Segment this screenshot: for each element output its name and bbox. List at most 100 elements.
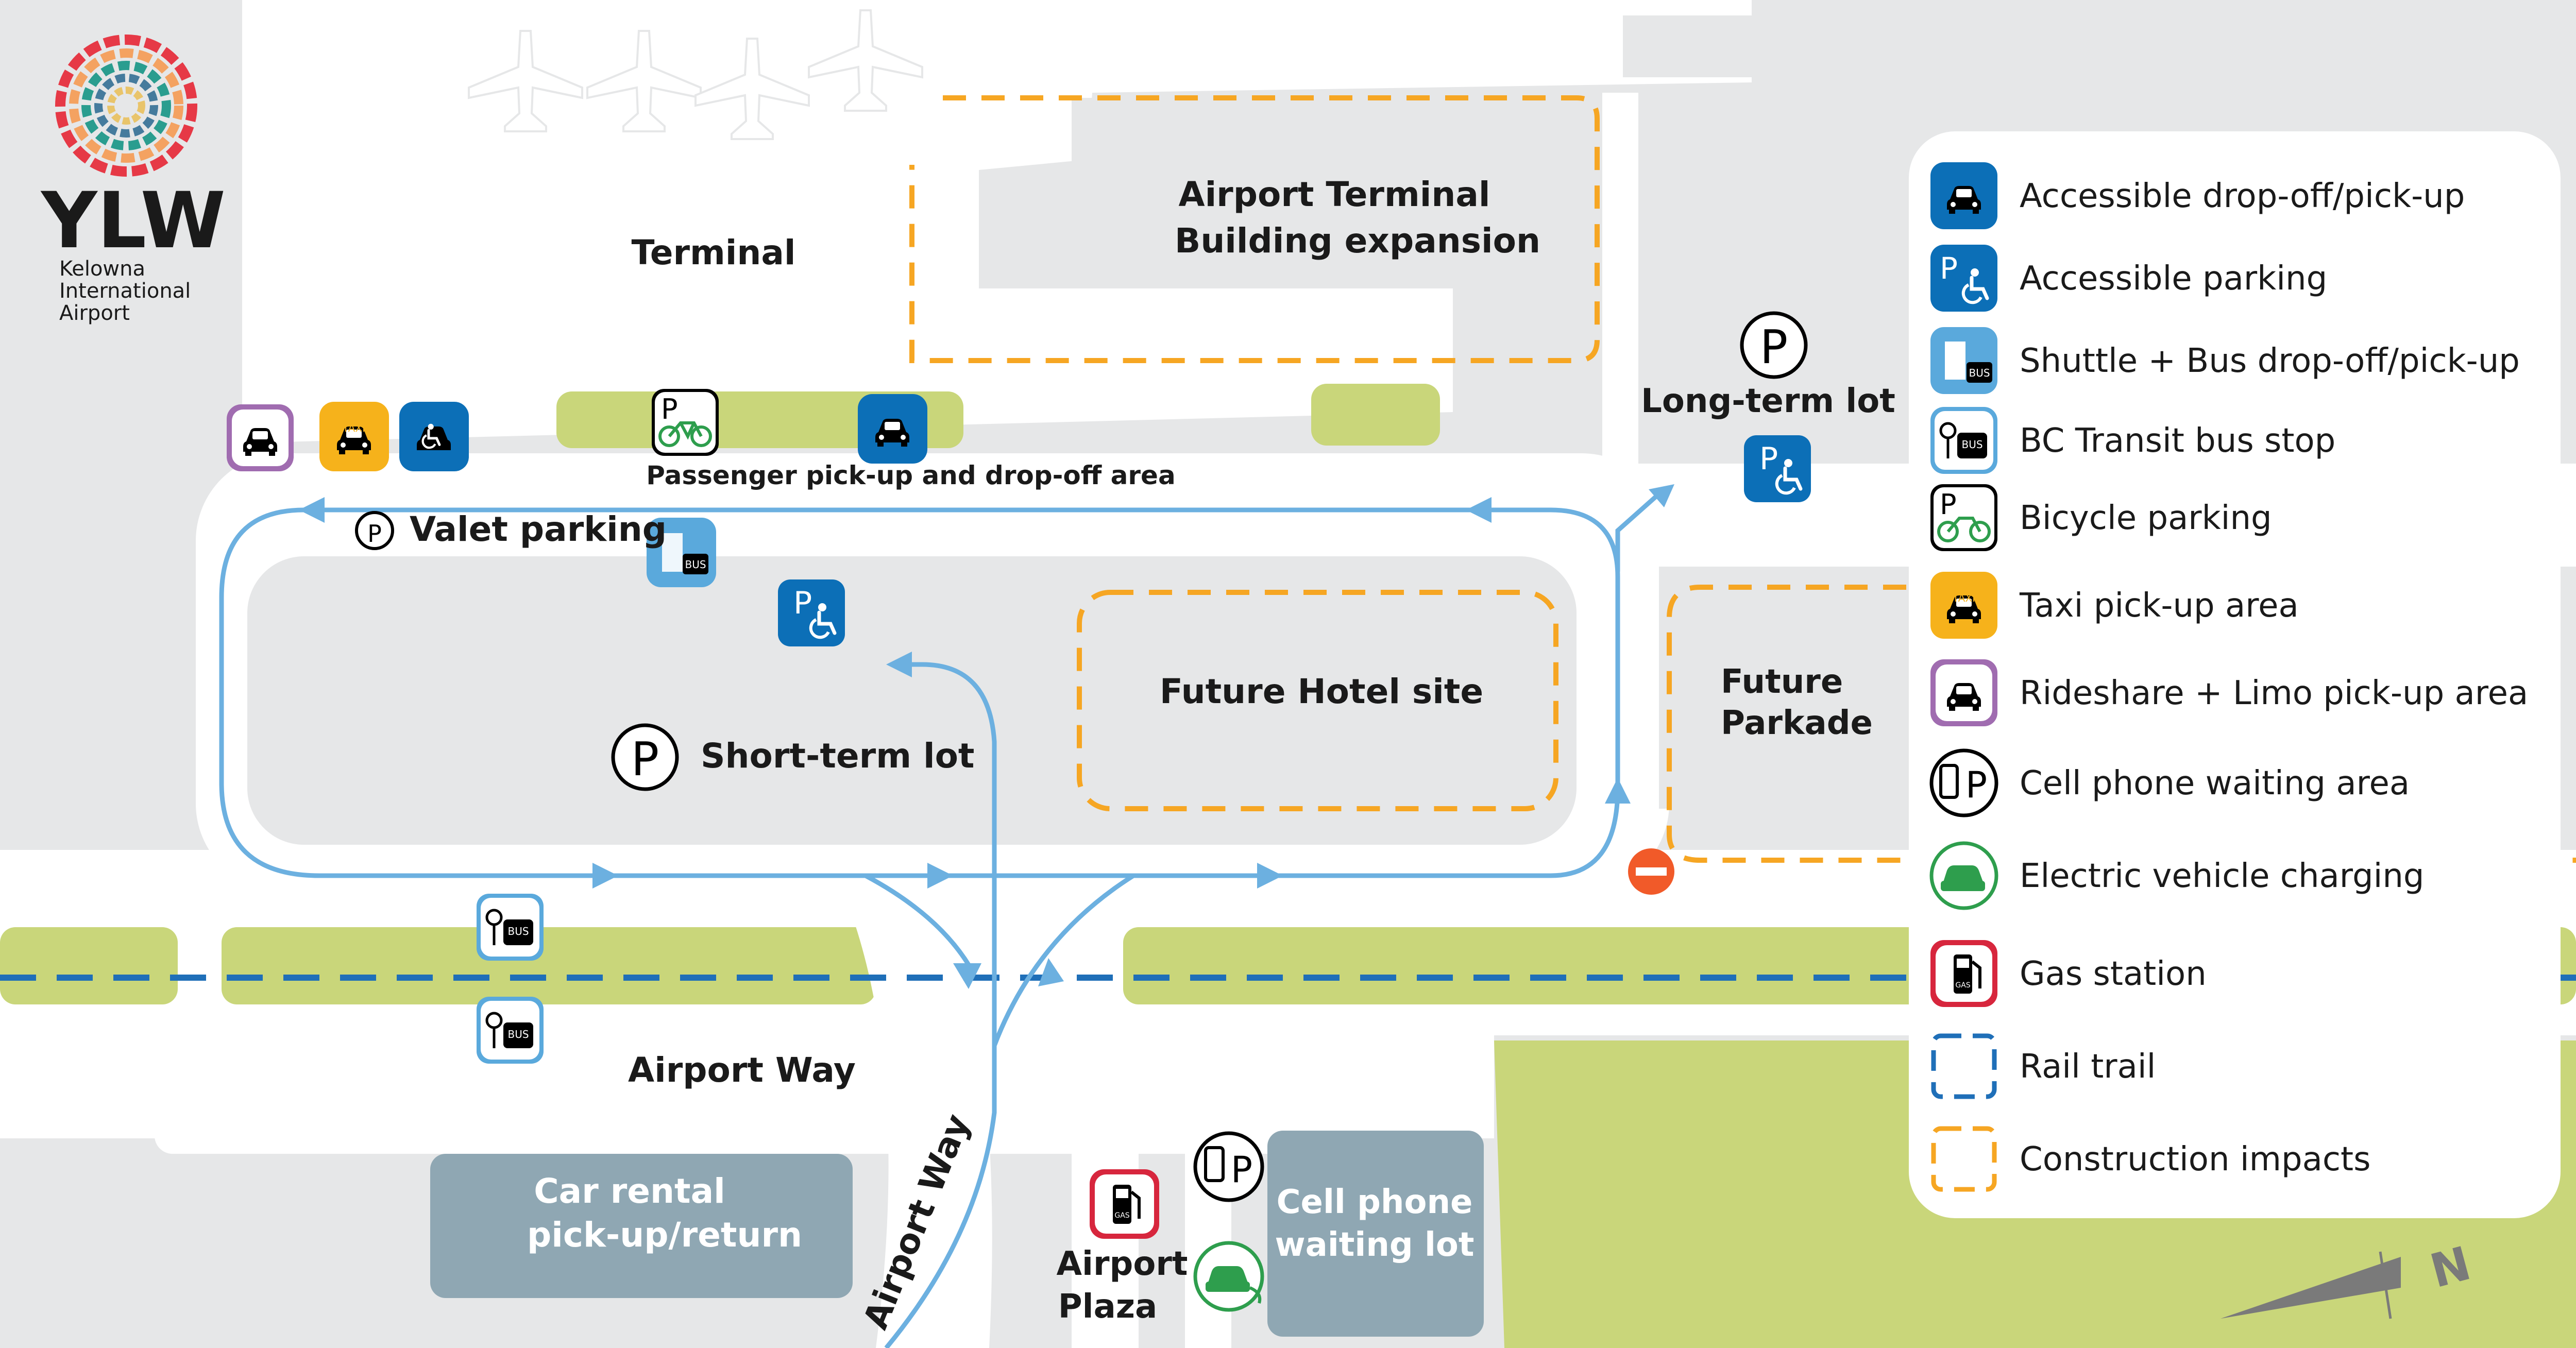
- traffic-routes: [219, 487, 1666, 1348]
- south-route: [884, 1046, 997, 1348]
- legend-item-bc-transit: BUS BC Transit bus stop: [1930, 407, 2335, 474]
- long-term-accessible-icon: P: [1744, 435, 1811, 502]
- svg-text:BUS: BUS: [1969, 367, 1990, 379]
- plaza-label-1: Airport: [1057, 1245, 1188, 1283]
- legend-item-taxi: TAXI Taxi pick-up area: [1930, 572, 2299, 639]
- valet-parking-icon: P: [355, 511, 394, 550]
- legend-label-construction: Construction impacts: [2020, 1140, 2370, 1179]
- legend-label-cell-phone: Cell phone waiting area: [2020, 764, 2410, 803]
- apron-block: [1623, 15, 1752, 77]
- long-term-p-letter: P: [1760, 320, 1788, 374]
- long-term-label: Long-term lot: [1641, 382, 1895, 420]
- gas-station-icon: GAS: [1090, 1169, 1159, 1239]
- south-frontage-road: [155, 1118, 1468, 1154]
- construction-hotel: [1077, 590, 1558, 811]
- logo-name-3: Airport: [59, 301, 130, 325]
- expansion-footprint: [1072, 98, 1489, 258]
- logo-name-2: International: [59, 279, 191, 303]
- expansion-label-2: Building expansion: [1175, 221, 1540, 261]
- ev-charging-icon: [1193, 1241, 1264, 1312]
- construction-parkade: [1667, 585, 2576, 863]
- legend-label-rideshare: Rideshare + Limo pick-up area: [2020, 674, 2528, 712]
- bicycle-parking-icon: P: [652, 389, 719, 456]
- svg-text:P: P: [1940, 251, 1958, 286]
- legend-label-ev-charging: Electric vehicle charging: [2020, 857, 2425, 895]
- plaza-label-2: Plaza: [1058, 1288, 1157, 1326]
- expansion-label-1: Airport Terminal: [1178, 175, 1490, 214]
- legend-panel: [1909, 131, 2561, 1218]
- rideshare-icon: [227, 404, 294, 471]
- long-term-route: [1615, 487, 1666, 572]
- pickup-area-label: Passenger pick-up and drop-off area: [646, 460, 1175, 490]
- accessible-p-letter: P: [793, 585, 812, 621]
- legend-item-rail-trail: Rail trail: [1931, 1033, 2156, 1099]
- taxi-text: TAXI: [342, 422, 365, 434]
- legend-item-ev-charging: Electric vehicle charging: [1929, 841, 2425, 910]
- route-arrowheads: [299, 484, 1674, 989]
- legend-item-construction: Construction impacts: [1931, 1126, 2370, 1192]
- rideshare-icon: [1930, 659, 1997, 726]
- gas-text: GAS: [1114, 1212, 1129, 1220]
- legend: Accessible drop-off/pick-upP Accessible p…: [1909, 131, 2561, 1218]
- cell-phone-lot: [1267, 1131, 1484, 1337]
- cell-phone-icon: P: [1929, 748, 1998, 817]
- cell-phone-p-letter: P: [1231, 1149, 1252, 1191]
- construction-outlines: [909, 95, 2576, 863]
- cell-lot-label-2: waiting lot: [1275, 1226, 1475, 1264]
- short-term-label: Short-term lot: [701, 736, 974, 776]
- loop-route: [219, 507, 1620, 878]
- legend-label-accessible-parking: Accessible parking: [2020, 260, 2327, 298]
- bike-p-letter: P: [661, 393, 678, 425]
- car-rental-lot: [430, 1154, 853, 1298]
- svg-text:P: P: [1965, 764, 1987, 806]
- loop-interior: [247, 556, 1577, 845]
- legend-label-shuttle-bus: Shuttle + Bus drop-off/pick-up: [2020, 342, 2520, 380]
- accessible-dropoff-icon-2: [858, 394, 927, 464]
- airplane-icons: [468, 9, 923, 140]
- taxi-icon: TAXI: [1930, 572, 1997, 639]
- svg-text:P: P: [1940, 488, 1957, 521]
- gas-station-icon: GAS: [1930, 940, 1997, 1007]
- logo-code: YLW: [40, 176, 226, 266]
- bc-transit-icon-north: BUS: [477, 894, 544, 961]
- valet-label: Valet parking: [410, 509, 667, 549]
- logo-name-1: Kelowna: [59, 257, 145, 281]
- svg-text:TAXI: TAXI: [1952, 592, 1975, 604]
- shuttle-bus-text: BUS: [685, 558, 706, 571]
- north-arrow-icon: [2221, 1251, 2401, 1319]
- accessible-parking-icon: P: [778, 579, 845, 646]
- legend-label-taxi: Taxi pick-up area: [2019, 587, 2299, 625]
- bc-transit-icon-south: BUS: [477, 997, 544, 1064]
- cell-phone-icon: P: [1193, 1131, 1264, 1202]
- median-centre: [222, 927, 876, 1004]
- long-term-parking-icon: P: [1740, 311, 1808, 379]
- legend-label-bicycle-parking: Bicycle parking: [2020, 499, 2272, 537]
- bc-transit-icon: BUS: [1930, 407, 1997, 474]
- car-rental-label-2: pick-up/return: [527, 1215, 802, 1255]
- east-median: [1311, 384, 1440, 446]
- future-parkade-label-2: Parkade: [1721, 704, 1873, 742]
- cell-lot-label-1: Cell phone: [1277, 1183, 1473, 1221]
- shuttle-bus-icon: BUS: [647, 518, 716, 587]
- median-west: [0, 927, 178, 1004]
- legend-item-shuttle-bus: BUS Shuttle + Bus drop-off/pick-up: [1930, 327, 2520, 394]
- inbound-route: [891, 662, 997, 1046]
- bc-transit-north-text: BUS: [507, 925, 529, 937]
- legend-item-accessible-dropoff: Accessible drop-off/pick-up: [1930, 162, 2465, 229]
- future-hotel-label: Future Hotel site: [1160, 672, 1483, 711]
- legend-label-rail-trail: Rail trail: [2020, 1048, 2156, 1086]
- car-rental-label-1: Car rental: [534, 1171, 725, 1211]
- terminal-area: [242, 0, 1752, 443]
- bicycle-parking-icon: P: [1930, 484, 1997, 551]
- legend-label-bc-transit: BC Transit bus stop: [2020, 422, 2335, 460]
- shuttle-bus-icon: BUS: [1930, 327, 1997, 394]
- legend-item-accessible-parking: P Accessible parking: [1930, 245, 2327, 312]
- construction-icon: [1931, 1126, 1997, 1192]
- accessible-parking-icon: P: [1930, 245, 1997, 312]
- valet-p-letter: P: [367, 520, 382, 548]
- airport-way-label-horizontal: Airport Way: [628, 1050, 856, 1090]
- legend-item-cell-phone: P Cell phone waiting area: [1929, 748, 2410, 817]
